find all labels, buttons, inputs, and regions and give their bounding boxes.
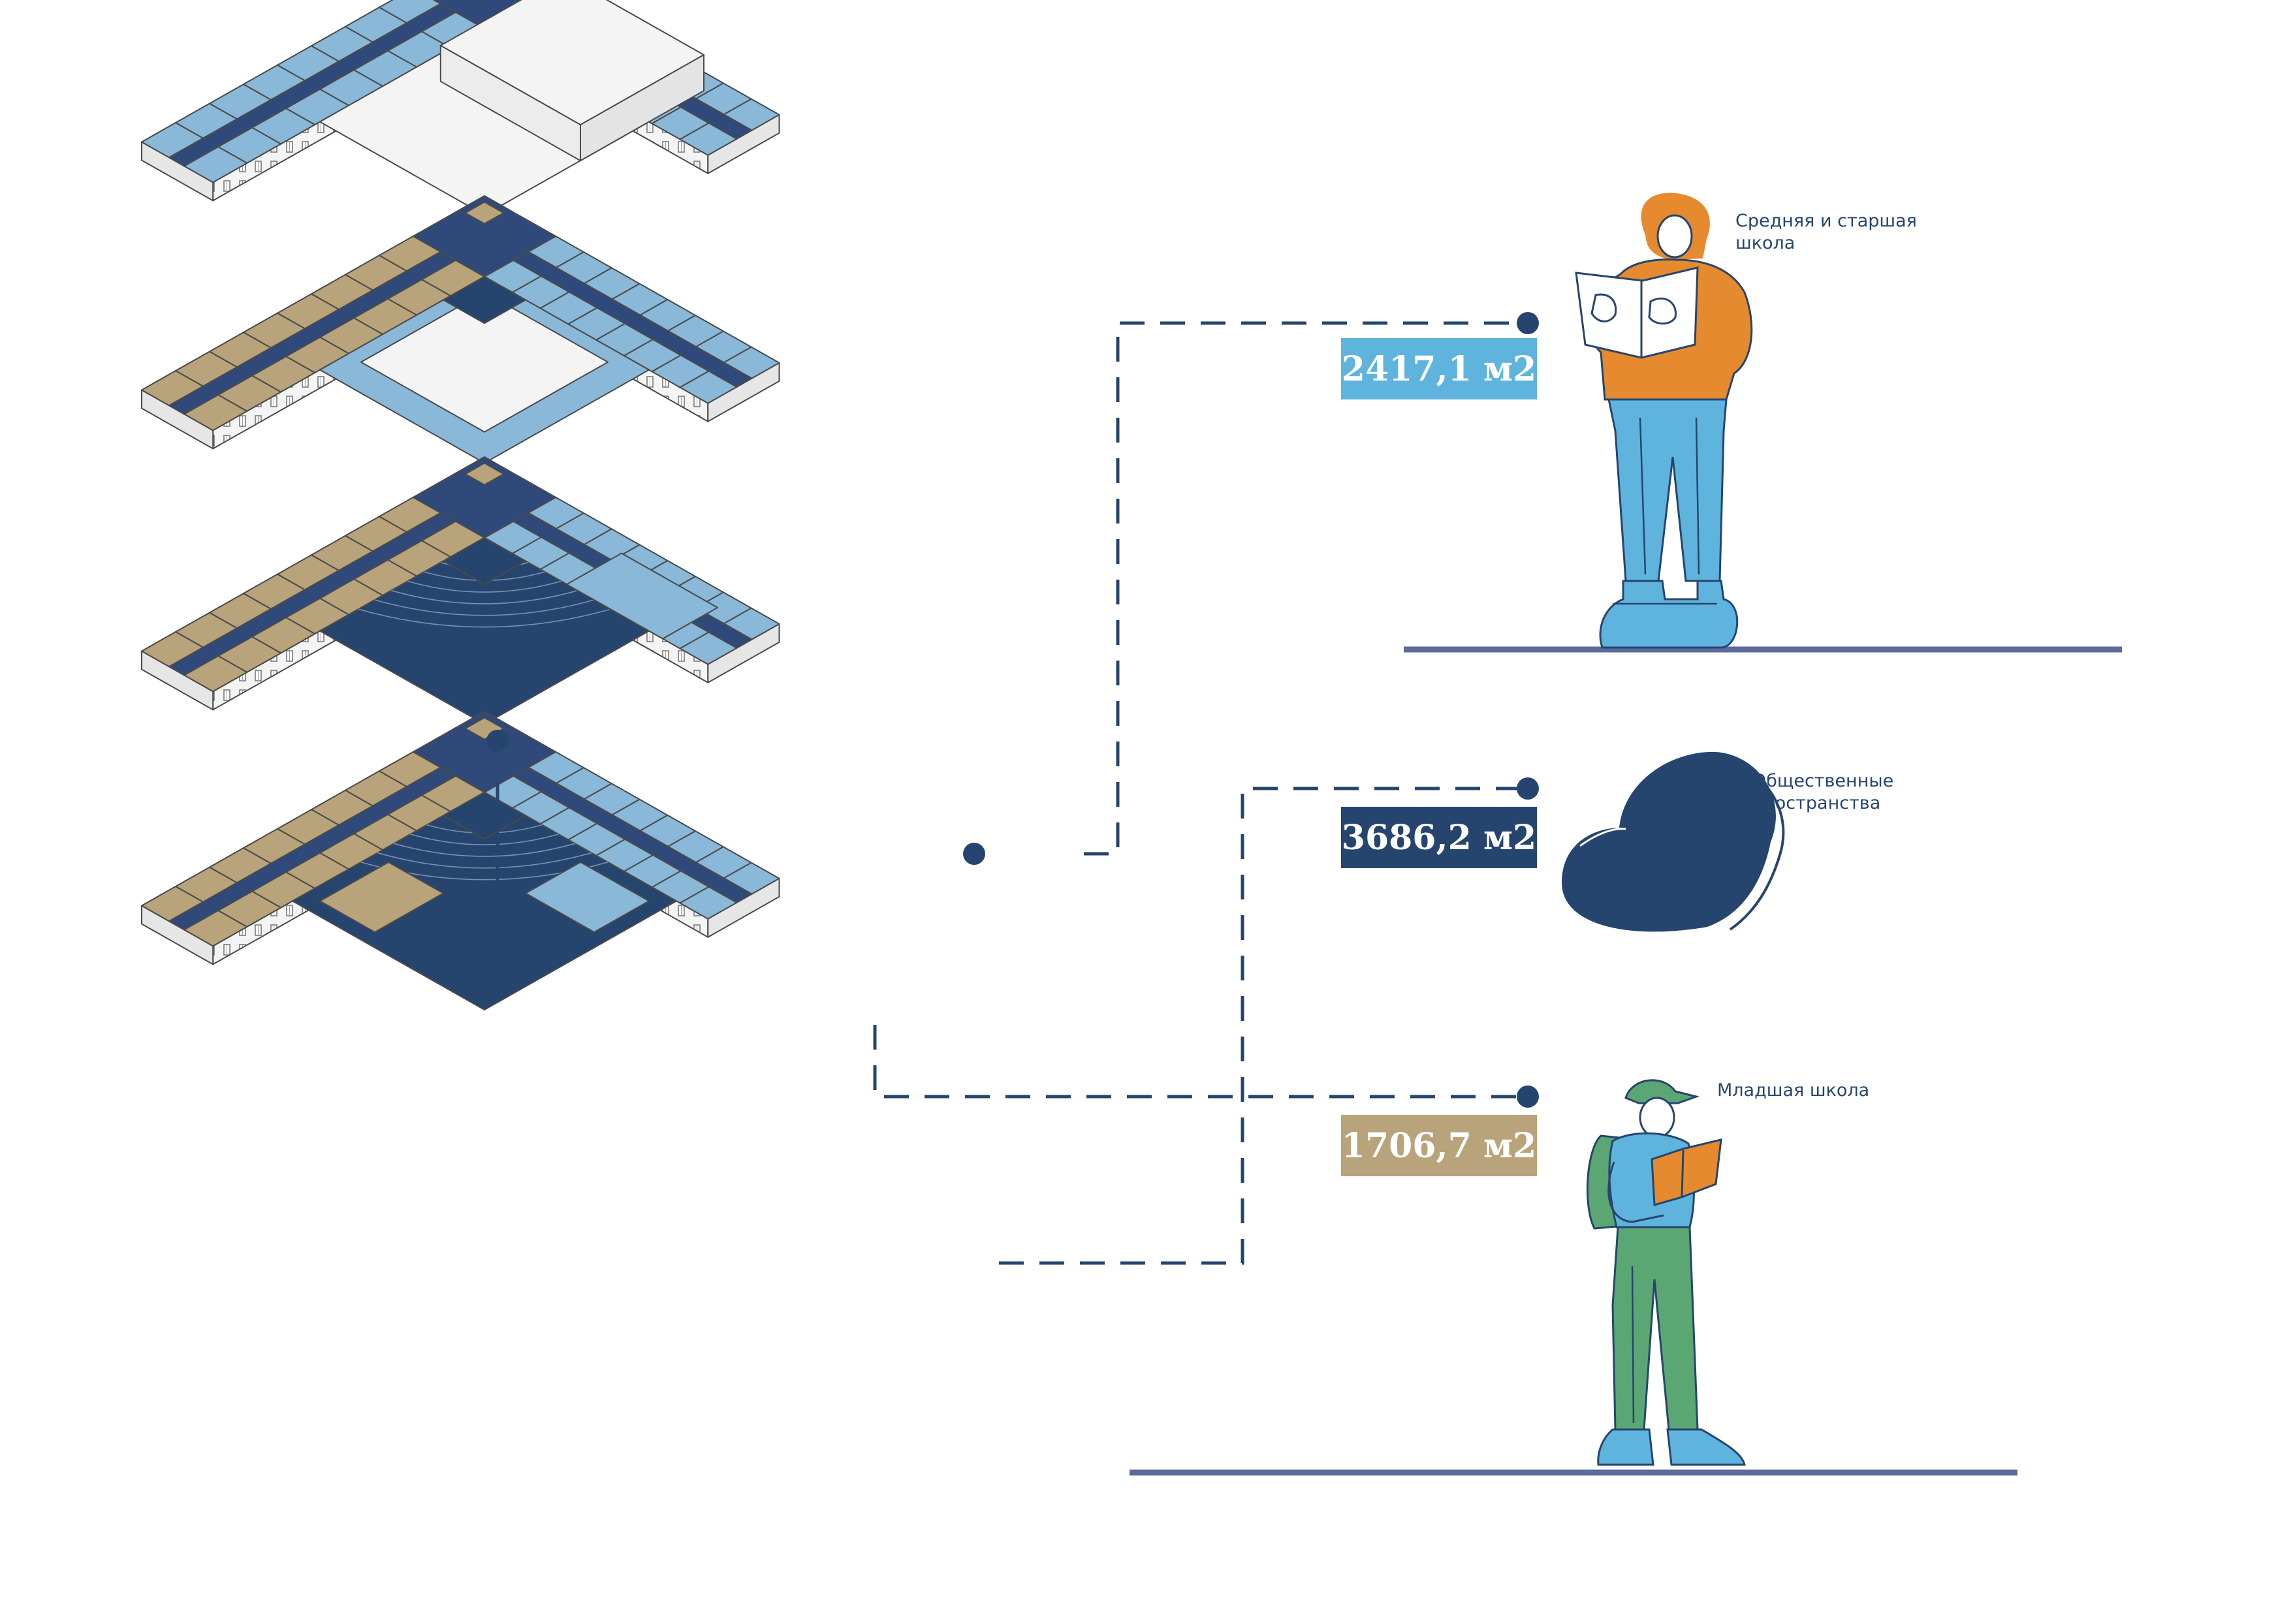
atrium bbox=[292, 791, 677, 1010]
atrium-step bbox=[394, 843, 575, 857]
dot-senior-start bbox=[963, 843, 985, 865]
corner-room bbox=[464, 201, 505, 225]
area-badge-senior: 2417,1 м2 bbox=[1341, 338, 1537, 399]
public-node bbox=[443, 275, 526, 324]
amph-step bbox=[407, 580, 561, 593]
floor-3 bbox=[141, 195, 780, 464]
label-senior: Средняя и старшая школа bbox=[1735, 210, 1917, 255]
leader-lines bbox=[496, 321, 1521, 1265]
floor-stack bbox=[141, 0, 780, 1010]
public-node bbox=[443, 791, 526, 840]
label-junior-line-1: Младшая школа bbox=[1717, 1080, 1870, 1101]
leader-public bbox=[999, 787, 1521, 1265]
area-badge-public: 3686,2 м2 bbox=[1341, 807, 1537, 868]
corner-room bbox=[464, 462, 505, 486]
hall-floor bbox=[360, 291, 609, 433]
leader-junior-2 bbox=[873, 1025, 1521, 1099]
atrium-room-beige bbox=[319, 861, 444, 933]
atrium-step bbox=[377, 852, 592, 869]
area-badge-junior: 1706,7 м2 bbox=[1341, 1115, 1537, 1176]
dot-public-end bbox=[1517, 777, 1539, 800]
leader-dots bbox=[486, 312, 1539, 1108]
label-public-line-1: Общественные bbox=[1752, 771, 1894, 791]
atrium-room bbox=[525, 861, 650, 933]
label-junior: Младшая школа bbox=[1717, 1080, 1869, 1102]
label-senior-line-1: Средняя и старшая bbox=[1735, 211, 1917, 231]
atrium-step bbox=[410, 834, 559, 845]
void-light bbox=[566, 552, 718, 640]
floor-4 bbox=[141, 0, 780, 216]
floor-1 bbox=[141, 711, 780, 1010]
amph-step bbox=[358, 608, 611, 628]
label-public-line-2: пространства bbox=[1752, 793, 1881, 813]
dot-senior-end bbox=[1517, 312, 1539, 334]
floor-2 bbox=[141, 456, 780, 725]
amph-step bbox=[374, 599, 595, 616]
heart-icon bbox=[1562, 751, 1785, 932]
stage-wall-front bbox=[439, 44, 581, 162]
young-student-icon bbox=[1586, 1079, 1746, 1466]
reading-student-icon bbox=[1575, 193, 1753, 649]
public-node bbox=[443, 537, 526, 586]
dot-junior-end bbox=[1517, 1085, 1539, 1108]
leader-senior bbox=[1084, 321, 1521, 856]
dot-junior-start bbox=[486, 730, 509, 752]
label-public: Общественные пространства bbox=[1752, 770, 1893, 815]
label-senior-line-2: школа bbox=[1735, 233, 1795, 253]
amph-step bbox=[390, 589, 578, 604]
